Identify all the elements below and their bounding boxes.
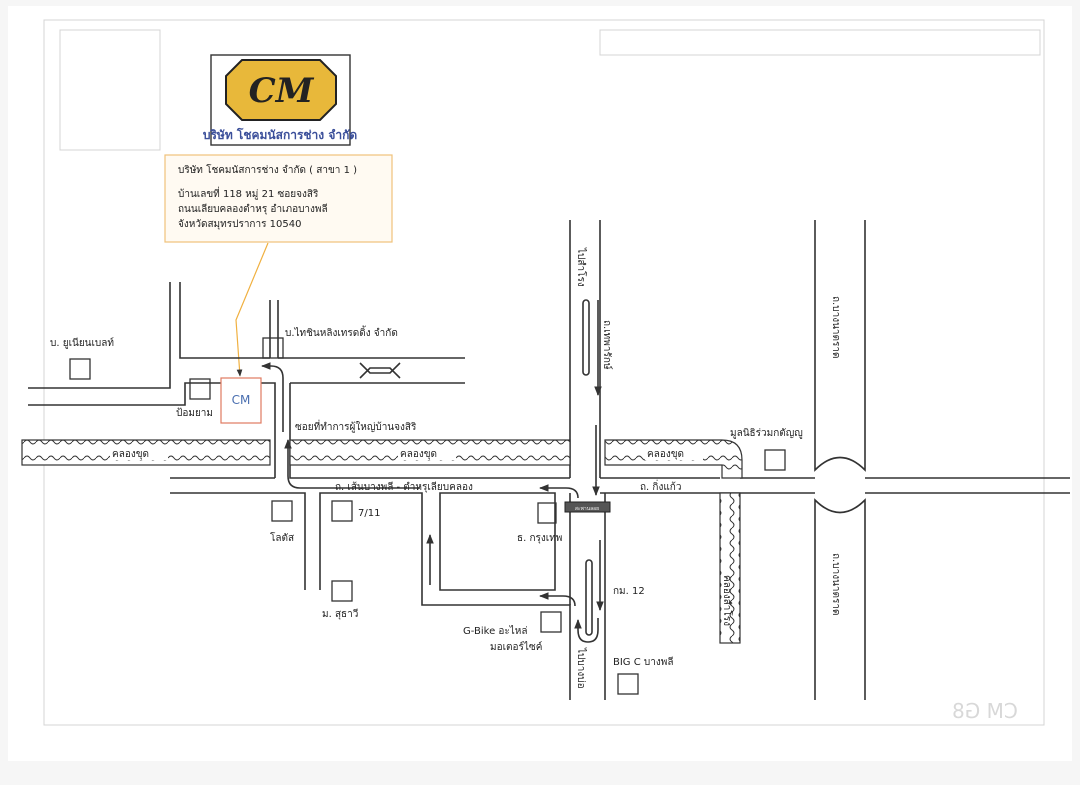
- address-line: บริษัท โชคมนัสการช่าง จำกัด ( สาขา 1 ): [178, 163, 357, 176]
- building-cm: [220, 377, 262, 424]
- label-theparak-road: ถ.เทพารักษ์: [601, 320, 613, 370]
- label-gbike: G-Bike อะไหล่: [463, 625, 528, 637]
- building-thai-shin: [262, 337, 284, 359]
- label-union-belt: บ. ยูเนียนเบลท์: [50, 337, 114, 349]
- label-gbike: มอเตอร์ไซค์: [490, 641, 542, 653]
- label-to-bangbo: ไปบางบ่อ: [575, 647, 587, 689]
- roads: [28, 220, 1070, 700]
- canal-khlong-samrong: [719, 492, 741, 644]
- building-bigc: [617, 673, 639, 695]
- canal-label: คลองขุด: [400, 449, 437, 460]
- label-lotus: โลตัส: [270, 531, 294, 544]
- label-police: ป้อมยาม: [176, 407, 213, 419]
- label-to-samrong: ไปสำโรง: [575, 247, 588, 287]
- label-bangna-road: ถ.บางนาตราด: [830, 296, 841, 359]
- address-line: บ้านเลขที่ 118 หมู่ 21 ซอยจงสิริ: [178, 186, 319, 200]
- label-thai-shin: บ.ไทชินหลิงเทรดดิ้ง จำกัด: [285, 325, 398, 339]
- canal-label: คลองขุด: [112, 449, 149, 460]
- label-sukhawadee: ม. สุธาวี: [322, 608, 358, 620]
- building-gbike: [540, 611, 562, 633]
- label-km: กม. 12: [613, 586, 645, 597]
- label-soi: ซอยที่ทำการผู้ใหญ่บ้านจงสิริ: [295, 419, 417, 433]
- footbridge-label: สะพานลอย: [575, 506, 599, 512]
- building-711: [331, 500, 353, 522]
- address-line: ถนนเลียบคลองตำหรุ อำเภอบางพลี: [178, 203, 328, 215]
- logo-company-name: บริษัท โชคมนัสการช่าง จำกัด: [203, 127, 358, 142]
- building-foundation: [764, 449, 786, 471]
- building-bangkok-bank: [537, 502, 557, 524]
- address-box: บริษัท โชคมนัสการช่าง จำกัด ( สาขา 1 ) บ…: [164, 154, 393, 243]
- label-bangphli-road: ถ. เส้นบางพลี - ตำหรุเลียบคลอง: [335, 481, 473, 493]
- address-line: จังหวัดสมุทรปราการ 10540: [178, 219, 301, 230]
- label-bangna-road: ถ.บางนาตราด: [830, 553, 841, 616]
- building-union-belt: [69, 358, 91, 380]
- canal-label: คลองขุด: [647, 449, 684, 460]
- company-logo: CM บริษัท โชคมนัสการช่าง จำกัด: [203, 54, 358, 146]
- logo-mark: CM: [249, 71, 315, 111]
- building-police: [189, 378, 211, 400]
- label-bangkok-bank: ธ. กรุงเทพ: [517, 533, 562, 544]
- buildings: [69, 337, 786, 695]
- label-bigc: BIG C บางพลี: [613, 656, 673, 668]
- label-cm: CM: [232, 393, 251, 407]
- labels: บ. ยูเนียนเบลท์ บ.ไทชินหลิงเทรดดิ้ง จำกั…: [50, 247, 841, 689]
- label-foundation: มูลนิธิร่วมกตัญญู: [730, 428, 803, 439]
- faint-template-frame: [43, 19, 1045, 726]
- building-lotus: [271, 500, 293, 522]
- label-711: 7/11: [358, 508, 380, 519]
- watermark: CM G8: [952, 699, 1018, 723]
- footbridge: [564, 501, 611, 513]
- direction-arrows: [261, 299, 604, 643]
- canal-khlong-khut: [21, 439, 743, 479]
- canal-label: คลองสำโรง: [721, 575, 734, 626]
- building-sukhawadee: [331, 580, 353, 602]
- label-kingkaew-road: ถ. กิ่งแก้ว: [640, 479, 681, 493]
